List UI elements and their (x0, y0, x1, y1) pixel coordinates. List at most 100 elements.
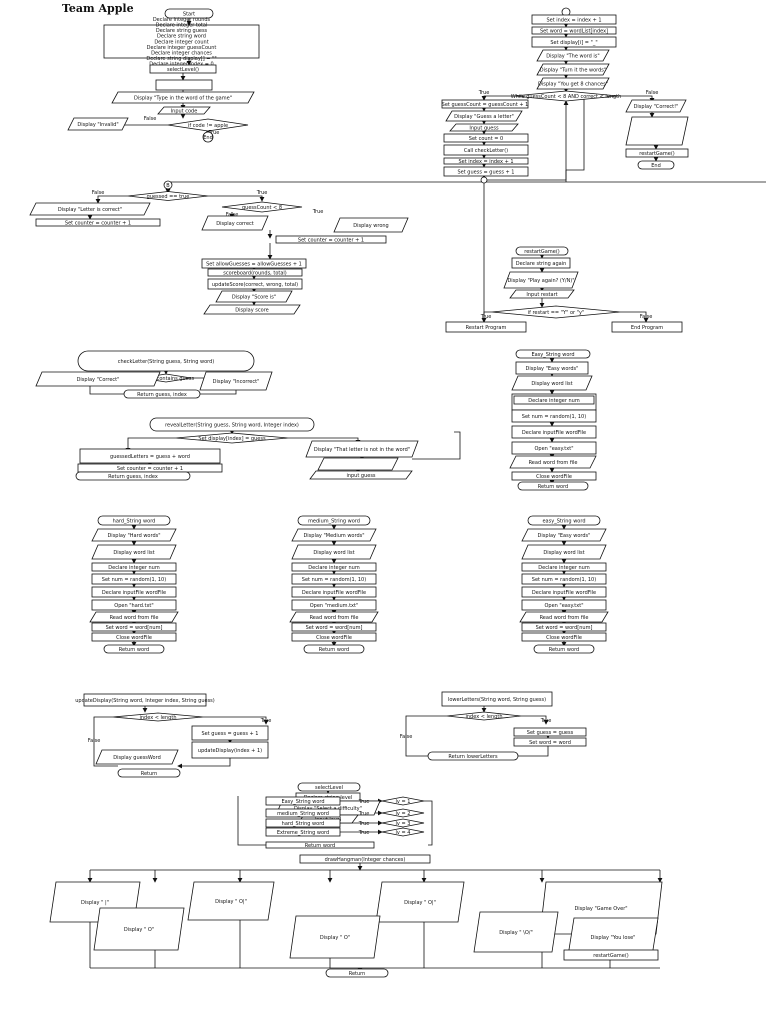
connector-line (518, 746, 549, 757)
while-loop-decision-text: While guessCount < 8 AND correct < lengt… (511, 94, 622, 100)
set-display-text: Set display[i] = "_" (550, 40, 597, 46)
branch-label: True (358, 799, 370, 805)
hard-level-display-title-text: Display "Hard words" (107, 533, 160, 539)
set-counter-right-text: Set counter = counter + 1 (298, 237, 364, 243)
hang-stage-8-text: Display "You lose" (591, 935, 636, 941)
level-case-1 (265, 796, 341, 806)
input-code (157, 106, 211, 115)
hard-level-set-word-text: Set word = word[num] (106, 625, 163, 631)
easy-level-open (521, 599, 607, 611)
display-win-text: Display "Correct!" (634, 104, 679, 110)
lower-set-guess (513, 727, 587, 737)
loop-connector (480, 176, 488, 184)
update-recursive-text: updateDisplay(index + 1) (198, 748, 262, 754)
input-guess-text: Input guess (469, 125, 499, 131)
branch-label: False (92, 190, 105, 196)
level-value-4 (381, 827, 425, 837)
update-score-call-text: updateScore(correct, wrong, total) (212, 282, 298, 288)
wl-display-easy-text: Display "Easy words" (526, 366, 579, 372)
update-index-decision (112, 712, 204, 722)
medium-level-display-title-text: Display "Medium words" (303, 533, 364, 539)
hang-stage-7-text: Display "Game Over" (574, 906, 627, 912)
hang-stage-4 (289, 915, 381, 959)
while-loop-decision (513, 90, 619, 102)
display-score-text: Display score (235, 307, 268, 313)
letter-true-text: Display "Correct" (77, 377, 120, 383)
hard-level-read-text: Read word from file (110, 615, 159, 621)
easy-level-open-text: Open "easy.txt" (544, 603, 583, 609)
hang-restart-text: restartGame() (593, 953, 629, 959)
hard-level-set-num (91, 573, 177, 585)
select-level-return-text: Return word (305, 843, 335, 849)
wl-open-text: Open "easy.txt" (534, 446, 573, 452)
wl-declare-file (511, 425, 597, 439)
input-guess (449, 123, 519, 132)
level-case-1-text: Easy_String word (281, 799, 324, 805)
connector-line (203, 716, 269, 725)
easy-level-declare-file (521, 586, 607, 598)
restart-game-terminal (515, 246, 569, 256)
input-code-text: Input code (171, 108, 198, 114)
declare-again-text: Declare string again (516, 261, 567, 267)
display-guess-letter-text: Display "Guess a letter" (454, 114, 514, 120)
update-index-decision-text: index < length (140, 715, 177, 721)
hard-level-close (91, 632, 177, 642)
start-terminal-text: Start (183, 11, 195, 17)
easy-level-declare-num (521, 562, 607, 572)
connector-line (121, 122, 168, 126)
reveal-counter-text: Set counter = counter + 1 (117, 466, 183, 472)
medium-level-declare-num (291, 562, 377, 572)
medium-level-display-list (291, 544, 377, 560)
connector-line (95, 195, 128, 204)
connector-b-text: B (166, 183, 170, 189)
connector-line (93, 716, 118, 767)
connector-line (566, 96, 585, 171)
hard-level-terminal-text: hard_String word (113, 518, 156, 524)
wl-display-list (511, 375, 593, 391)
wl-close (511, 471, 597, 481)
easy-level-return (533, 644, 595, 654)
wl-declare-num-text: Declare integer num (528, 398, 580, 404)
hang-restart (563, 949, 659, 961)
easy-level-set-num-text: Set num = random(1, 10) (532, 577, 596, 583)
page-title: Team Apple (62, 2, 134, 15)
set-guess-inc-text: Set guess = guess + 1 (458, 169, 515, 175)
branch-label: False (400, 734, 413, 740)
easy-level-display-title-text: Display "Easy words" (538, 533, 591, 539)
reveal-decision (175, 432, 289, 444)
wl-read (509, 455, 597, 469)
medium-level-close-text: Close wordFile (316, 635, 352, 641)
hard-level-open-text: Open "hard.txt" (114, 603, 153, 609)
hang-return-text: Return (349, 971, 366, 977)
display-play-again-text: Display "Play again? (Y/N)" (507, 278, 574, 284)
update-recursive (191, 741, 269, 759)
hang-return (325, 968, 389, 978)
hard-level-declare-file (91, 586, 177, 598)
update-return (117, 768, 181, 778)
wl-open (511, 441, 597, 455)
call-check-letter (443, 144, 529, 156)
medium-level-read-text: Read word from file (310, 615, 359, 621)
easy-level-close (521, 632, 607, 642)
guess-count-set (441, 99, 529, 109)
check-letter-decision-text: if word contains guess (138, 376, 194, 382)
display-turn-text: Display "Turn it the words" (540, 67, 606, 73)
hard-level-return-text: Return word (119, 647, 149, 653)
reveal-false-text: Display "That letter is not in the word" (314, 447, 410, 453)
set-index-inc-text: Set index = index + 1 (458, 159, 513, 165)
wl-return-text: Return word (538, 484, 568, 490)
set-count (443, 133, 529, 143)
lower-index-decision-text: index < length (466, 714, 503, 720)
medium-level-terminal-text: medium_String word (308, 518, 360, 524)
restart-decision (491, 305, 621, 319)
medium-level-close (291, 632, 377, 642)
branch-label: True (358, 830, 370, 836)
hang-stage-4-text: Display " O" (320, 935, 350, 941)
easy-level-display-list-text: Display word list (543, 550, 584, 556)
display-score-label-text: Display "Score is" (232, 294, 276, 300)
allow-guesses-text: Set allowGuesses = allowGuesses + 1 (206, 261, 302, 267)
end-program-text: End Program (631, 325, 663, 331)
display-summary (625, 116, 689, 146)
